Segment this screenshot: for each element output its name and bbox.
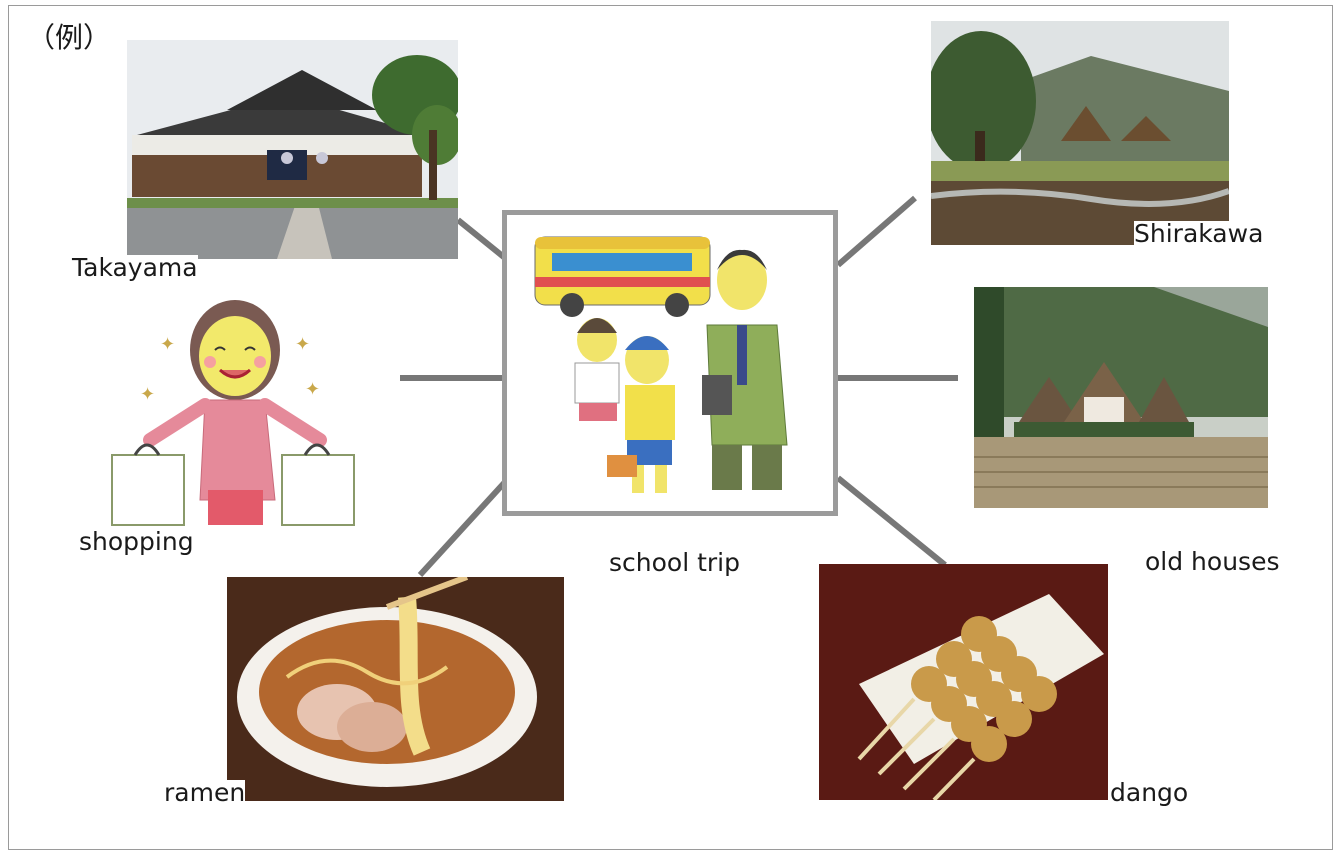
label-takayama: Takayama [72, 253, 198, 282]
connector-shirakawa [836, 195, 917, 268]
example-marker: （例） [27, 21, 112, 54]
label-shopping: shopping [79, 527, 194, 556]
center-illustration [502, 210, 838, 516]
shopping-illustration: ✦ ✦ ✦ ✦ [110, 290, 355, 535]
label-old-houses: old houses [1145, 547, 1280, 576]
connector-dango [836, 475, 947, 568]
ramen-photo [227, 577, 564, 801]
label-shirakawa: Shirakawa [1134, 219, 1264, 248]
connector-takayama [456, 217, 507, 261]
svg-text:✦: ✦ [295, 334, 310, 355]
svg-text:✦: ✦ [305, 379, 320, 400]
label-dango: dango [1110, 778, 1189, 807]
takayama-photo [127, 40, 458, 259]
label-school-trip: school trip [609, 548, 740, 577]
label-ramen: ramen [164, 778, 246, 807]
shirakawa-photo [931, 21, 1229, 245]
svg-text:✦: ✦ [160, 334, 175, 355]
old-houses-photo [974, 287, 1268, 508]
connector-ramen [417, 479, 508, 578]
svg-text:✦: ✦ [140, 384, 155, 405]
dango-photo [819, 564, 1108, 800]
